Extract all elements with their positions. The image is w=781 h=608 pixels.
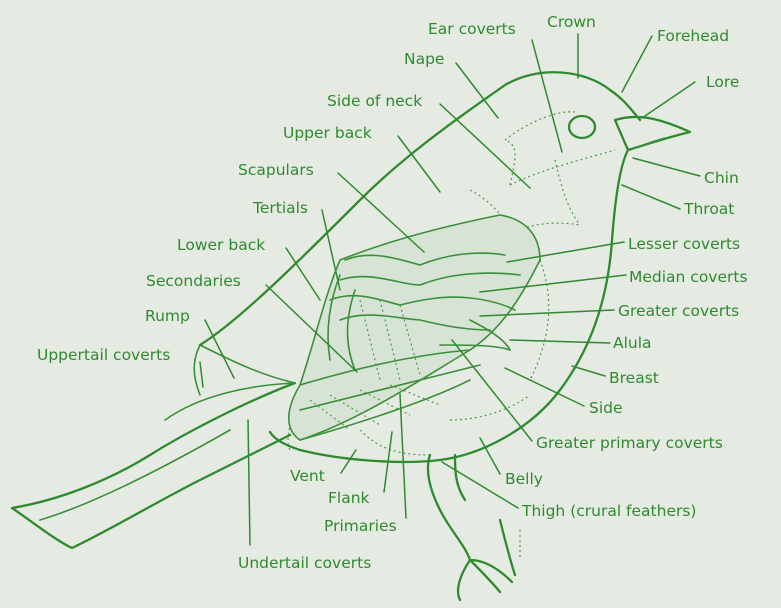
label-greater-primary-coverts: Greater primary coverts: [536, 434, 723, 452]
label-greater-coverts: Greater coverts: [618, 302, 739, 320]
label-scapulars: Scapulars: [238, 161, 314, 179]
label-breast: Breast: [609, 369, 659, 387]
label-chin: Chin: [704, 169, 739, 187]
label-nape: Nape: [404, 50, 444, 68]
label-throat: Throat: [683, 200, 734, 218]
label-belly: Belly: [505, 470, 543, 488]
label-alula: Alula: [613, 334, 652, 352]
label-upper-back: Upper back: [283, 124, 372, 142]
label-undertail-coverts: Undertail coverts: [238, 554, 371, 572]
eye-shape: [569, 116, 595, 138]
label-uppertail-coverts: Uppertail coverts: [37, 346, 170, 364]
label-ear-coverts: Ear coverts: [428, 20, 516, 38]
label-flank: Flank: [328, 489, 370, 507]
label-lesser-coverts: Lesser coverts: [628, 235, 740, 253]
label-primaries: Primaries: [324, 517, 397, 535]
label-rump: Rump: [145, 307, 190, 325]
label-forehead: Forehead: [657, 27, 729, 45]
label-lore: Lore: [706, 73, 739, 91]
label-tertials: Tertials: [252, 199, 308, 217]
label-median-coverts: Median coverts: [629, 268, 748, 286]
label-thigh: Thigh (crural feathers): [521, 502, 696, 520]
wing: [289, 215, 540, 440]
label-lower-back: Lower back: [177, 236, 265, 254]
label-vent: Vent: [290, 467, 325, 485]
label-crown: Crown: [547, 13, 596, 31]
label-side-of-neck: Side of neck: [327, 92, 422, 110]
label-secondaries: Secondaries: [146, 272, 241, 290]
label-side: Side: [589, 399, 623, 417]
